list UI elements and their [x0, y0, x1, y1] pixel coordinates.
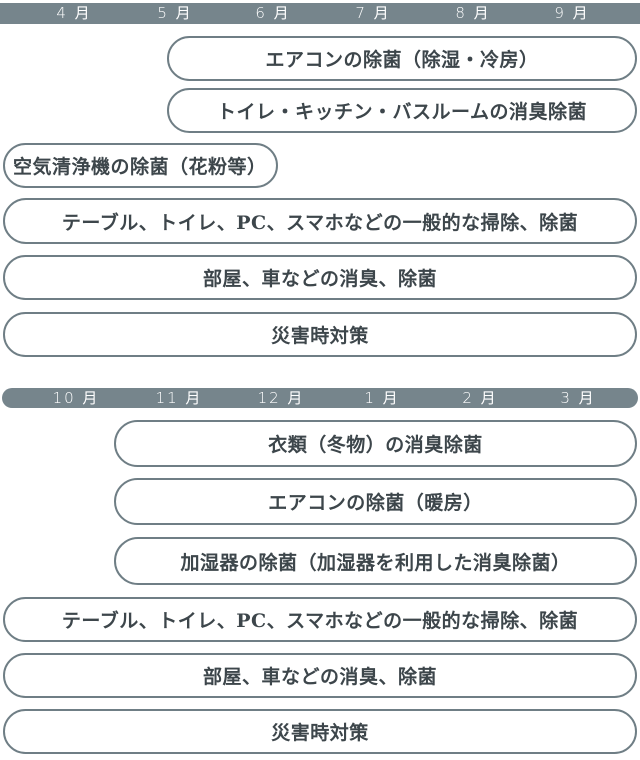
- task-room-car-deodorize: 部屋、車などの消臭、除菌: [3, 255, 637, 300]
- month-label: 5 月: [157, 4, 193, 22]
- task-room-car-deodorize-winter: 部屋、車などの消臭、除菌: [3, 653, 637, 698]
- month-label: 6 月: [255, 4, 291, 22]
- month-label: 11 月: [155, 389, 203, 407]
- task-toilet-kitchen-bath: トイレ・キッチン・バスルームの消臭除菌: [167, 88, 637, 133]
- task-air-purifier: 空気清浄機の除菌（花粉等）: [3, 143, 278, 188]
- task-label: テーブル、トイレ、PC、スマホなどの一般的な掃除、除菌: [61, 610, 579, 632]
- task-aircon-heating: エアコンの除菌（暖房）: [114, 478, 637, 525]
- task-general-cleaning: テーブル、トイレ、PC、スマホなどの一般的な掃除、除菌: [3, 198, 637, 244]
- task-label: 災害時対策: [271, 325, 369, 347]
- month-label: 12 月: [257, 389, 305, 407]
- month-header-oct-mar: 10 月 11 月 12 月 1 月 2 月 3 月: [2, 388, 638, 408]
- month-label: 9 月: [554, 4, 590, 22]
- task-aircon-cooling: エアコンの除菌（除湿・冷房）: [167, 36, 637, 81]
- task-general-cleaning-winter: テーブル、トイレ、PC、スマホなどの一般的な掃除、除菌: [3, 597, 637, 642]
- task-disaster-prep: 災害時対策: [3, 312, 637, 357]
- month-label: 8 月: [455, 4, 491, 22]
- month-header-apr-sep: 4 月 5 月 6 月 7 月 8 月 9 月: [0, 3, 640, 24]
- task-humidifier: 加湿器の除菌（加湿器を利用した消臭除菌）: [114, 537, 637, 585]
- month-label: 10 月: [52, 389, 100, 407]
- task-label: エアコンの除菌（除湿・冷房）: [265, 49, 539, 71]
- task-label: 加湿器の除菌（加湿器を利用した消臭除菌）: [180, 551, 571, 574]
- task-label: 部屋、車などの消臭、除菌: [202, 666, 437, 688]
- task-label: 空気清浄機の除菌（花粉等）: [13, 156, 267, 178]
- task-label: エアコンの除菌（暖房）: [268, 492, 483, 514]
- month-label: 2 月: [462, 389, 498, 407]
- task-label: 部屋、車などの消臭、除菌: [202, 268, 437, 290]
- month-label: 7 月: [355, 4, 391, 22]
- month-label: 4 月: [56, 4, 92, 22]
- task-label: テーブル、トイレ、PC、スマホなどの一般的な掃除、除菌: [61, 211, 579, 234]
- task-disaster-prep-winter: 災害時対策: [3, 709, 637, 754]
- task-label: 衣類（冬物）の消臭除菌: [268, 434, 483, 456]
- month-label: 1 月: [364, 389, 400, 407]
- task-label: 災害時対策: [271, 722, 369, 744]
- month-label: 3 月: [560, 389, 596, 407]
- task-winter-clothes: 衣類（冬物）の消臭除菌: [114, 420, 637, 467]
- task-label: トイレ・キッチン・バスルームの消臭除菌: [217, 101, 587, 123]
